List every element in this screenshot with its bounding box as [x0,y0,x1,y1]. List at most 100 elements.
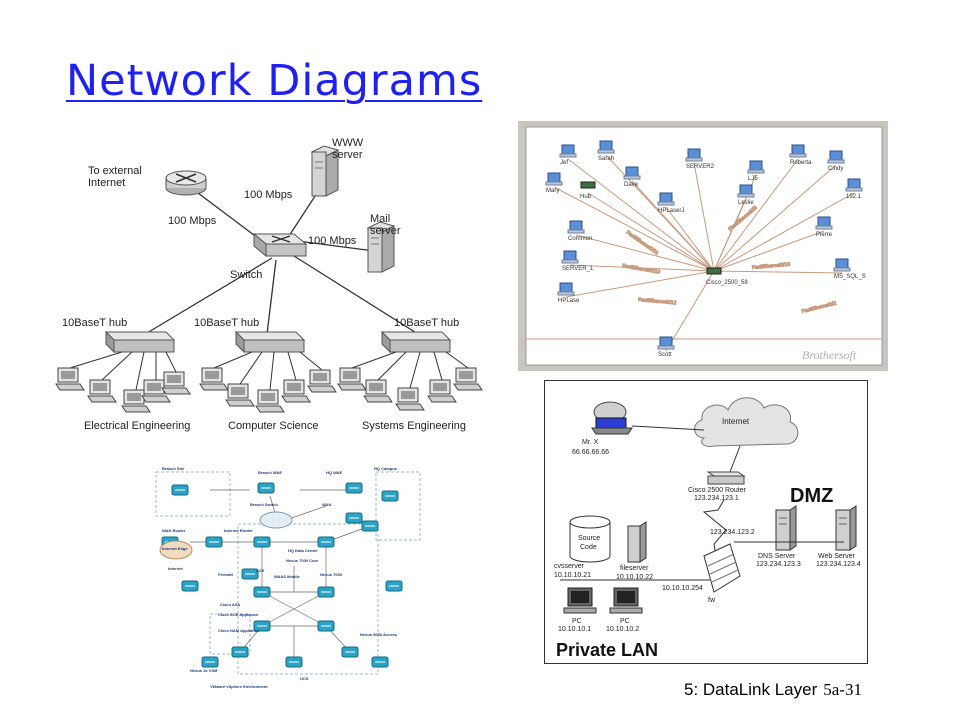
pc-icon [55,367,85,391]
topology-node: Pierre [815,216,833,238]
node-label: Cisco_2500_58 [706,280,748,286]
hub-label: 10BaseT hub [62,317,127,329]
topology-link [569,264,715,272]
datacenter-label: Nexus 1k VSM [190,668,218,673]
network-device-icon [241,568,259,580]
mail-server-icon [366,221,396,273]
network-device-icon [341,646,359,658]
node-label: MS_SQL_S [834,274,866,280]
topology-node: SERVER2 [685,148,715,170]
node-label: Pierre [816,232,833,238]
node-label: Common [568,236,592,242]
node-label: Roberta [790,160,812,166]
pc-ip: 10.10.10.2 [606,626,639,633]
datacenter-label: WAN Router [162,528,186,533]
node-label: Cindy [828,166,843,172]
topology-link [567,158,715,272]
wan-cloud-icon [259,511,293,529]
datacenter-label: HQ WAE [326,470,343,475]
topology-link [713,198,747,272]
datacenter-label: WAN [322,502,331,507]
datacenter-label: HQ Campus [374,466,398,471]
pc-icon [161,371,191,395]
topology-link [713,192,855,272]
topology-node: Cisco_2500_58 [706,267,748,286]
link-label: FastEthernet0/13 [752,262,791,271]
network-device-icon [231,646,249,658]
datacenter-label: Internet [168,566,183,571]
topology-link [665,206,715,272]
topology-node: Roberta [789,144,812,166]
topology-node: MS_SQL_S [833,258,866,280]
topology-link [631,180,715,272]
topology-node: Sarah [597,140,615,162]
pc-icon [225,383,255,407]
datacenter-label: Firewall [218,572,233,577]
cvs-server-ip: 10.10.10.21 [554,572,591,579]
cvs-server-name: cvsserver [554,563,585,570]
datacenter-label: HQ Data Center [288,548,318,553]
web-server-icon [835,505,857,551]
pc-icon [609,587,643,614]
hub-icon [380,330,452,354]
pc-icon [395,387,425,411]
datacenter-label: Cisco ACE Appliance [218,612,259,617]
database-icon [569,515,611,563]
dmz-label: DMZ [790,485,833,507]
pc-icon [121,389,151,413]
link-speed-label: 100 Mbps [308,235,357,247]
network-device-icon [345,482,363,494]
topology-node: Hub [580,181,596,200]
node-label: 192.1 [846,194,862,200]
internet-cloud-icon [694,397,799,447]
datacenter-label: Cisco ASA [220,602,240,607]
dns-server-name: DNS Server [758,553,796,560]
network-device-icon [381,490,399,502]
node-label: HPLaserJ [658,208,684,214]
pc-icon [427,379,457,403]
mrx-name: Mr. X [582,439,599,446]
external-label: Internet [88,177,125,189]
datacenter-label: Nexus 5000 Access [360,632,398,637]
department-label: Systems Engineering [362,420,466,432]
slide-title: Network Diagrams [66,56,483,106]
topology-link [565,270,715,298]
node-label: Leslie [738,200,754,206]
topology-node: SERVER_1 [561,250,594,272]
link-speed-label: 100 Mbps [168,215,217,227]
hub-icon [234,330,306,354]
hub-label: 10BaseT hub [394,317,459,329]
node-label: SERVER_1 [562,266,594,272]
switch-icon [252,232,308,258]
topology-link [575,234,715,272]
router-icon [706,471,746,485]
network-device-icon [253,586,271,598]
node-label: LJ5 [748,176,758,182]
external-label: To external [88,165,142,177]
internet-label: Internet [722,417,750,426]
topology-link [713,270,843,274]
topology-link [693,162,715,272]
network-device-icon [317,620,335,632]
firewall-label: fw [708,597,716,604]
mail-server-label: Mail [370,213,390,225]
node-label: Dave [624,182,639,188]
router-icon [165,170,207,196]
campus-network-diagram: To external Internet WWW server Mail ser… [55,137,483,432]
topology-link [713,158,799,272]
hub-label: 10BaseT hub [194,317,259,329]
datacenter-label: UCS [300,676,309,681]
router-name: Cisco 2500 Router [688,487,747,494]
switch-label: Switch [230,269,262,281]
web-server-name: Web Server [818,553,855,560]
topology-link [553,186,715,272]
file-server-icon [627,521,647,563]
dmz-network-diagram: Internet Mr. X 66.66.66.66 Cisco 2500 Ro… [544,380,868,664]
fw-inner-ip: 10.10.10.254 [662,585,703,592]
pc-icon [307,369,337,393]
node-label: Sarah [598,156,614,162]
pc-name: PC [572,618,582,625]
topology-link [587,192,715,272]
topology-node: Mary [545,172,563,194]
